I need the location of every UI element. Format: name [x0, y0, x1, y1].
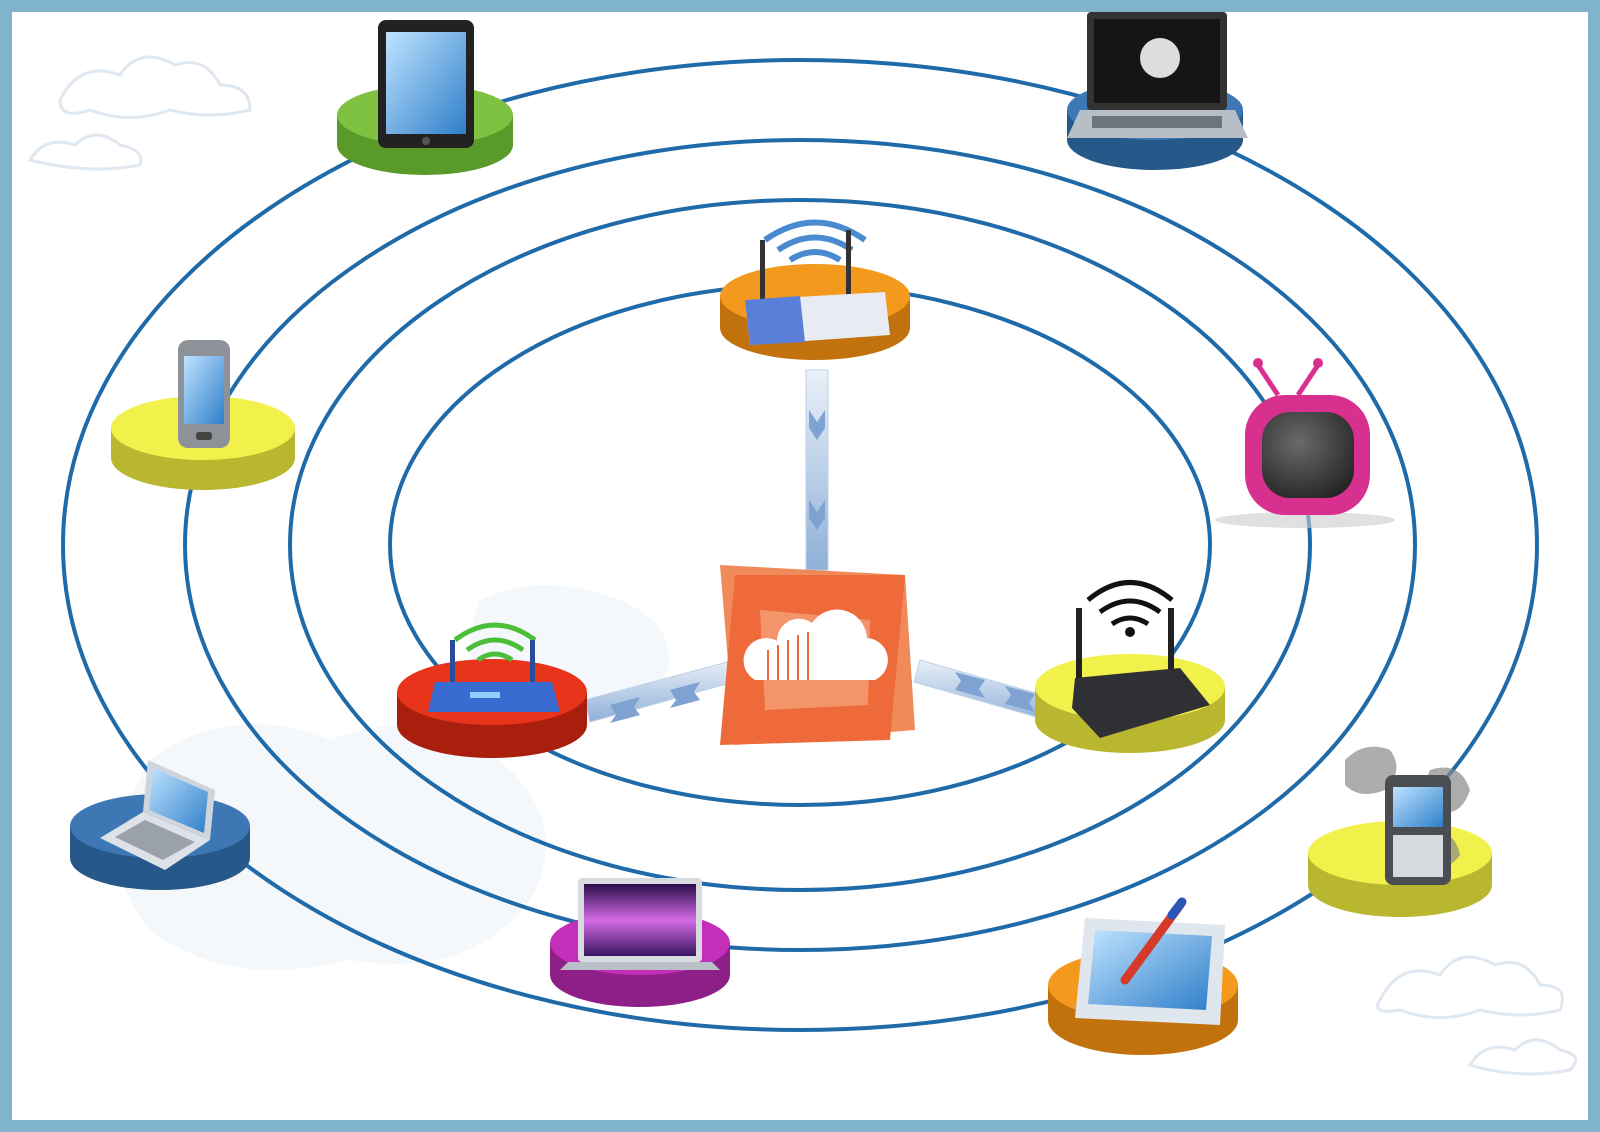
- decorative-cloud-icon: [27, 55, 1578, 1076]
- node-smartphone: [111, 340, 295, 490]
- qwerty-phone-icon: [1385, 775, 1451, 885]
- laptop-icon: [560, 878, 720, 970]
- node-tablet: [337, 20, 513, 175]
- node-macbook: [550, 878, 730, 1007]
- retro-tv-icon: [1245, 358, 1370, 515]
- node-router-top: [720, 219, 910, 360]
- laptop-icon: [1067, 12, 1248, 138]
- orbit-ring-outer: [61, 58, 1539, 1032]
- node-qwerty-phone: [1308, 746, 1492, 917]
- node-router-left: [397, 622, 587, 758]
- wifi-router-icon: [1072, 580, 1210, 738]
- node-laptop-left: [70, 760, 250, 890]
- central-hub: [720, 565, 915, 745]
- node-retro-tv: [1215, 358, 1395, 528]
- smartphone-icon: [178, 340, 230, 448]
- cloud-icon: [743, 609, 888, 680]
- wireless-router-icon: [745, 219, 890, 345]
- graphics-tablet-icon: [1075, 897, 1225, 1025]
- node-laptop-top: [1067, 12, 1248, 170]
- laptop-icon: [100, 760, 215, 870]
- connector-top: [805, 369, 829, 571]
- orbit-ring-third: [183, 138, 1417, 952]
- node-pen-tablet: [1048, 897, 1238, 1055]
- orbit-ring-second: [288, 198, 1312, 892]
- tablet-icon: [378, 20, 474, 148]
- node-router-right: [1035, 580, 1225, 753]
- wireless-router-icon: [428, 622, 560, 712]
